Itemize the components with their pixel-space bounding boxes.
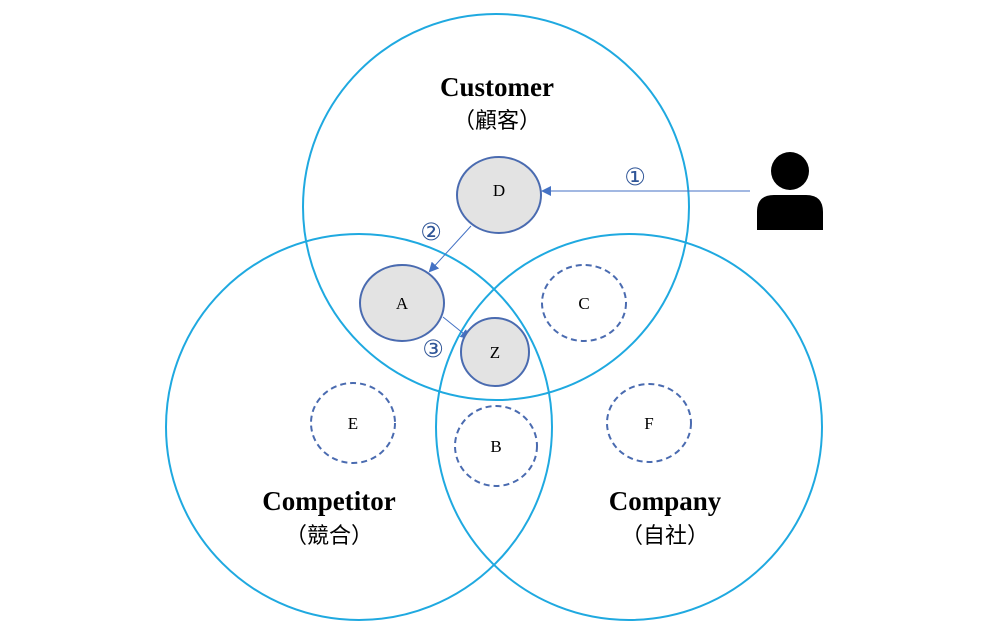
competitor-title-group: Competitor （競合） bbox=[262, 486, 395, 549]
node-c[interactable]: C bbox=[541, 264, 627, 342]
person-icon-head bbox=[771, 152, 809, 190]
arrow-d-to-a bbox=[428, 225, 472, 273]
customer-title-group: Customer （顧客） bbox=[440, 72, 554, 134]
customer-title: Customer bbox=[440, 72, 554, 102]
competitor-circle bbox=[165, 233, 553, 621]
node-f-label: F bbox=[644, 414, 653, 433]
node-e-shape bbox=[310, 382, 396, 464]
node-d-shape bbox=[456, 156, 542, 234]
competitor-subtitle: （競合） bbox=[285, 524, 373, 549]
company-subtitle: （自社） bbox=[621, 524, 709, 549]
node-d[interactable]: D bbox=[456, 156, 542, 234]
node-e[interactable]: E bbox=[310, 382, 396, 464]
node-b-label: B bbox=[490, 437, 501, 456]
person-icon-body bbox=[757, 195, 823, 230]
node-f-shape bbox=[606, 383, 692, 463]
node-b[interactable]: B bbox=[454, 405, 538, 487]
step-three-label: ③ bbox=[422, 335, 444, 363]
competitor-title: Competitor bbox=[262, 486, 395, 516]
node-d-label: D bbox=[493, 181, 505, 200]
node-c-label: C bbox=[578, 294, 589, 313]
step-two-label: ② bbox=[420, 218, 442, 246]
step-one-label: ① bbox=[624, 163, 646, 191]
node-a-label: A bbox=[396, 294, 409, 313]
node-z-label: Z bbox=[490, 343, 500, 362]
node-z[interactable]: Z bbox=[460, 317, 530, 387]
customer-circle bbox=[302, 13, 690, 401]
node-a[interactable]: A bbox=[359, 264, 445, 342]
node-e-label: E bbox=[348, 414, 358, 433]
node-a-shape bbox=[359, 264, 445, 342]
company-circle bbox=[435, 233, 823, 621]
node-f[interactable]: F bbox=[606, 383, 692, 463]
node-c-shape bbox=[541, 264, 627, 342]
arrow-a-to-z bbox=[442, 316, 471, 340]
node-z-shape bbox=[460, 317, 530, 387]
node-b-shape bbox=[454, 405, 538, 487]
customer-subtitle: （顧客） bbox=[453, 109, 541, 134]
company-title: Company bbox=[609, 486, 722, 516]
person-icon bbox=[757, 152, 823, 230]
company-title-group: Company （自社） bbox=[609, 486, 722, 549]
